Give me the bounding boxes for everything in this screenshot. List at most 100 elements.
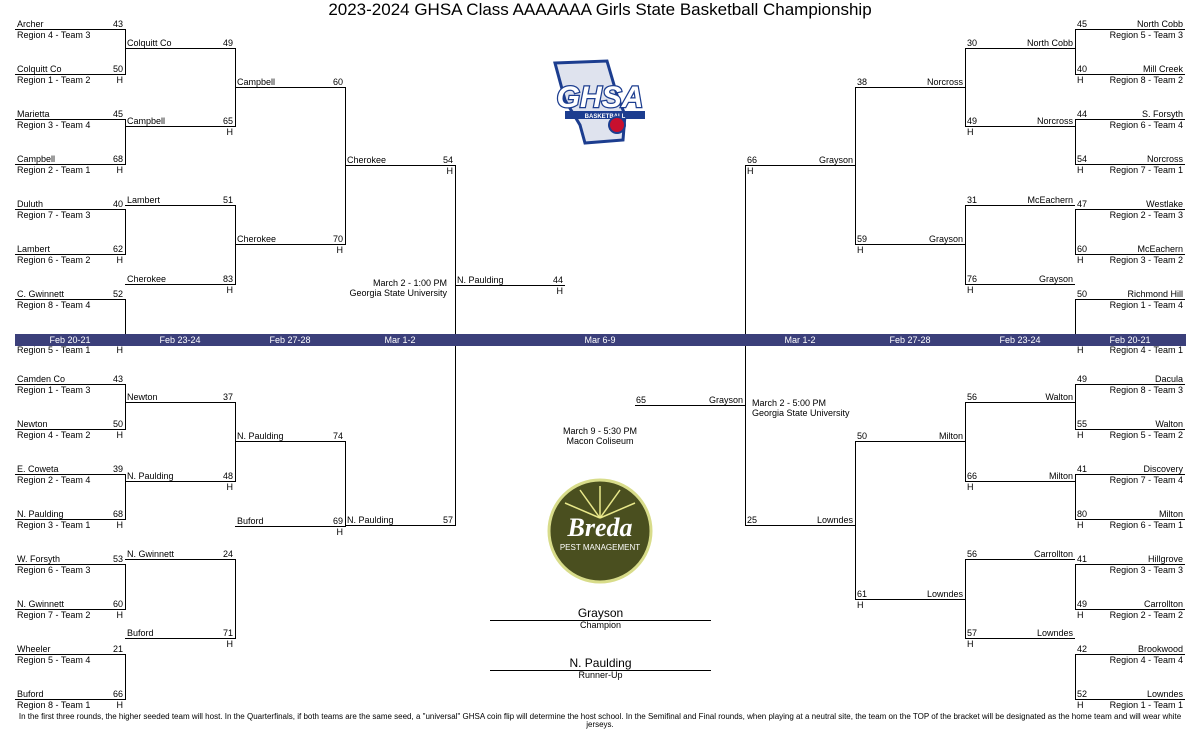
team-name: Dacula: [1154, 374, 1183, 384]
r1-slot-line: [1075, 119, 1185, 120]
svg-text:BASKETBALL: BASKETBALL: [585, 114, 626, 120]
team-name: McEachern: [1137, 244, 1183, 254]
date-label-r2-right: Feb 23-24: [999, 335, 1041, 345]
svg-text:GHSA: GHSA: [557, 81, 644, 114]
r1-slot-line: [1075, 384, 1185, 385]
team-seed: Region 3 - Team 3: [1109, 565, 1183, 575]
team-seed: Region 4 - Team 2: [17, 430, 91, 440]
date-label-final: Mar 6-9: [584, 335, 616, 345]
host-marker: H: [967, 482, 974, 492]
champion-label: Champion: [579, 620, 622, 630]
team-seed: Region 7 - Team 1: [1109, 165, 1183, 175]
bracket-connector: [1075, 564, 1076, 610]
team-score: 65: [222, 116, 233, 126]
r1-slot-line: [1075, 564, 1185, 565]
team-score: 31: [967, 195, 978, 205]
team-name: Walton: [1155, 419, 1183, 429]
bracket-connector: [1075, 384, 1076, 430]
team-score: 59: [857, 234, 868, 244]
r3-slot-line: [855, 599, 965, 600]
team-score: 30: [967, 38, 978, 48]
bracket-connector: [1075, 119, 1076, 165]
team-score: 43: [112, 19, 123, 29]
team-score: 24: [222, 549, 233, 559]
team-seed: Region 5 - Team 3: [1109, 30, 1183, 40]
date-label-r2-left: Feb 23-24: [159, 335, 201, 345]
team-score: 48: [222, 471, 233, 481]
r1-slot-line: [15, 164, 125, 165]
r2-slot-line: [125, 638, 235, 639]
host-marker: H: [446, 166, 454, 176]
date-label-r4-left: Mar 1-2: [384, 335, 416, 345]
team-score: 76: [967, 274, 978, 284]
team-name: North Cobb: [1026, 38, 1073, 48]
team-seed: Region 2 - Team 3: [1109, 210, 1183, 220]
r2-slot-line: [125, 284, 235, 285]
team-seed: Region 5 - Team 1: [17, 345, 91, 355]
team-name: Lowndes: [926, 589, 963, 599]
r2-slot-line: [125, 481, 235, 482]
team-name: Newton: [17, 419, 48, 429]
host-marker: H: [336, 245, 344, 255]
team-score: 54: [1077, 154, 1088, 164]
bracket-connector: [125, 119, 126, 165]
team-score: 47: [1077, 199, 1088, 209]
team-score: 52: [112, 289, 123, 299]
bracket-connector: [345, 87, 346, 245]
host-marker: H: [967, 285, 974, 295]
team-name: N. Paulding: [17, 509, 64, 519]
team-score: 40: [112, 199, 123, 209]
team-score: 49: [1077, 374, 1088, 384]
team-name: Marietta: [17, 109, 50, 119]
team-score: 55: [1077, 419, 1088, 429]
team-name: N. Paulding: [457, 275, 504, 285]
team-score: 56: [967, 549, 978, 559]
r1-slot-line: [1075, 699, 1185, 700]
team-name: E. Coweta: [17, 464, 59, 474]
r3-slot-line: [235, 244, 345, 245]
r2-slot-line: [125, 205, 235, 206]
page-title: 2023-2024 GHSA Class AAAAAAA Girls State…: [328, 0, 872, 19]
bracket-connector: [125, 209, 126, 255]
r1-slot-line: [15, 699, 125, 700]
team-name: Buford: [237, 516, 264, 526]
team-score: 41: [1077, 464, 1088, 474]
team-score: 41: [1077, 554, 1088, 564]
host-marker: H: [857, 600, 864, 610]
team-name: W. Forsyth: [17, 554, 61, 564]
team-name: Newton: [127, 392, 158, 402]
team-seed: Region 8 - Team 4: [17, 300, 91, 310]
r1-slot-line: [15, 519, 125, 520]
team-seed: Region 6 - Team 3: [17, 565, 91, 575]
team-name: N. Paulding: [237, 431, 284, 441]
team-name: N. Paulding: [347, 515, 394, 525]
team-seed: Region 5 - Team 4: [17, 655, 91, 665]
team-score: 50: [112, 64, 123, 74]
r1-slot-line: [1075, 164, 1185, 165]
team-seed: Region 4 - Team 4: [1109, 655, 1183, 665]
r3-slot-line: [855, 244, 965, 245]
r1-slot-line: [15, 254, 125, 255]
bracket-connector: [125, 384, 126, 430]
team-name: Lambert: [17, 244, 51, 254]
host-marker: H: [116, 700, 124, 710]
team-score: 61: [857, 589, 868, 599]
r1-slot-line: [15, 209, 125, 210]
team-score: 38: [857, 77, 868, 87]
host-marker: H: [116, 75, 124, 85]
semi-venue: Georgia State University: [752, 408, 850, 418]
semi-date: March 2 - 5:00 PM: [752, 398, 827, 408]
semi-date: March 2 - 1:00 PM: [372, 278, 447, 288]
host-marker: H: [857, 245, 864, 255]
round-date-bar: Feb 20-21 Feb 23-24 Feb 27-28 Mar 1-2 Ma…: [15, 334, 1186, 346]
r2-slot-line: [965, 205, 1075, 206]
svg-text:PEST MANAGEMENT: PEST MANAGEMENT: [560, 543, 640, 552]
bracket-connector: [965, 402, 966, 482]
team-seed: Region 7 - Team 4: [1109, 475, 1183, 485]
team-score: 44: [1077, 109, 1088, 119]
team-seed: Region 4 - Team 3: [17, 30, 91, 40]
team-score: 74: [332, 431, 343, 441]
host-marker: H: [226, 482, 234, 492]
bracket-connector: [855, 441, 856, 600]
host-marker: H: [1077, 520, 1084, 530]
